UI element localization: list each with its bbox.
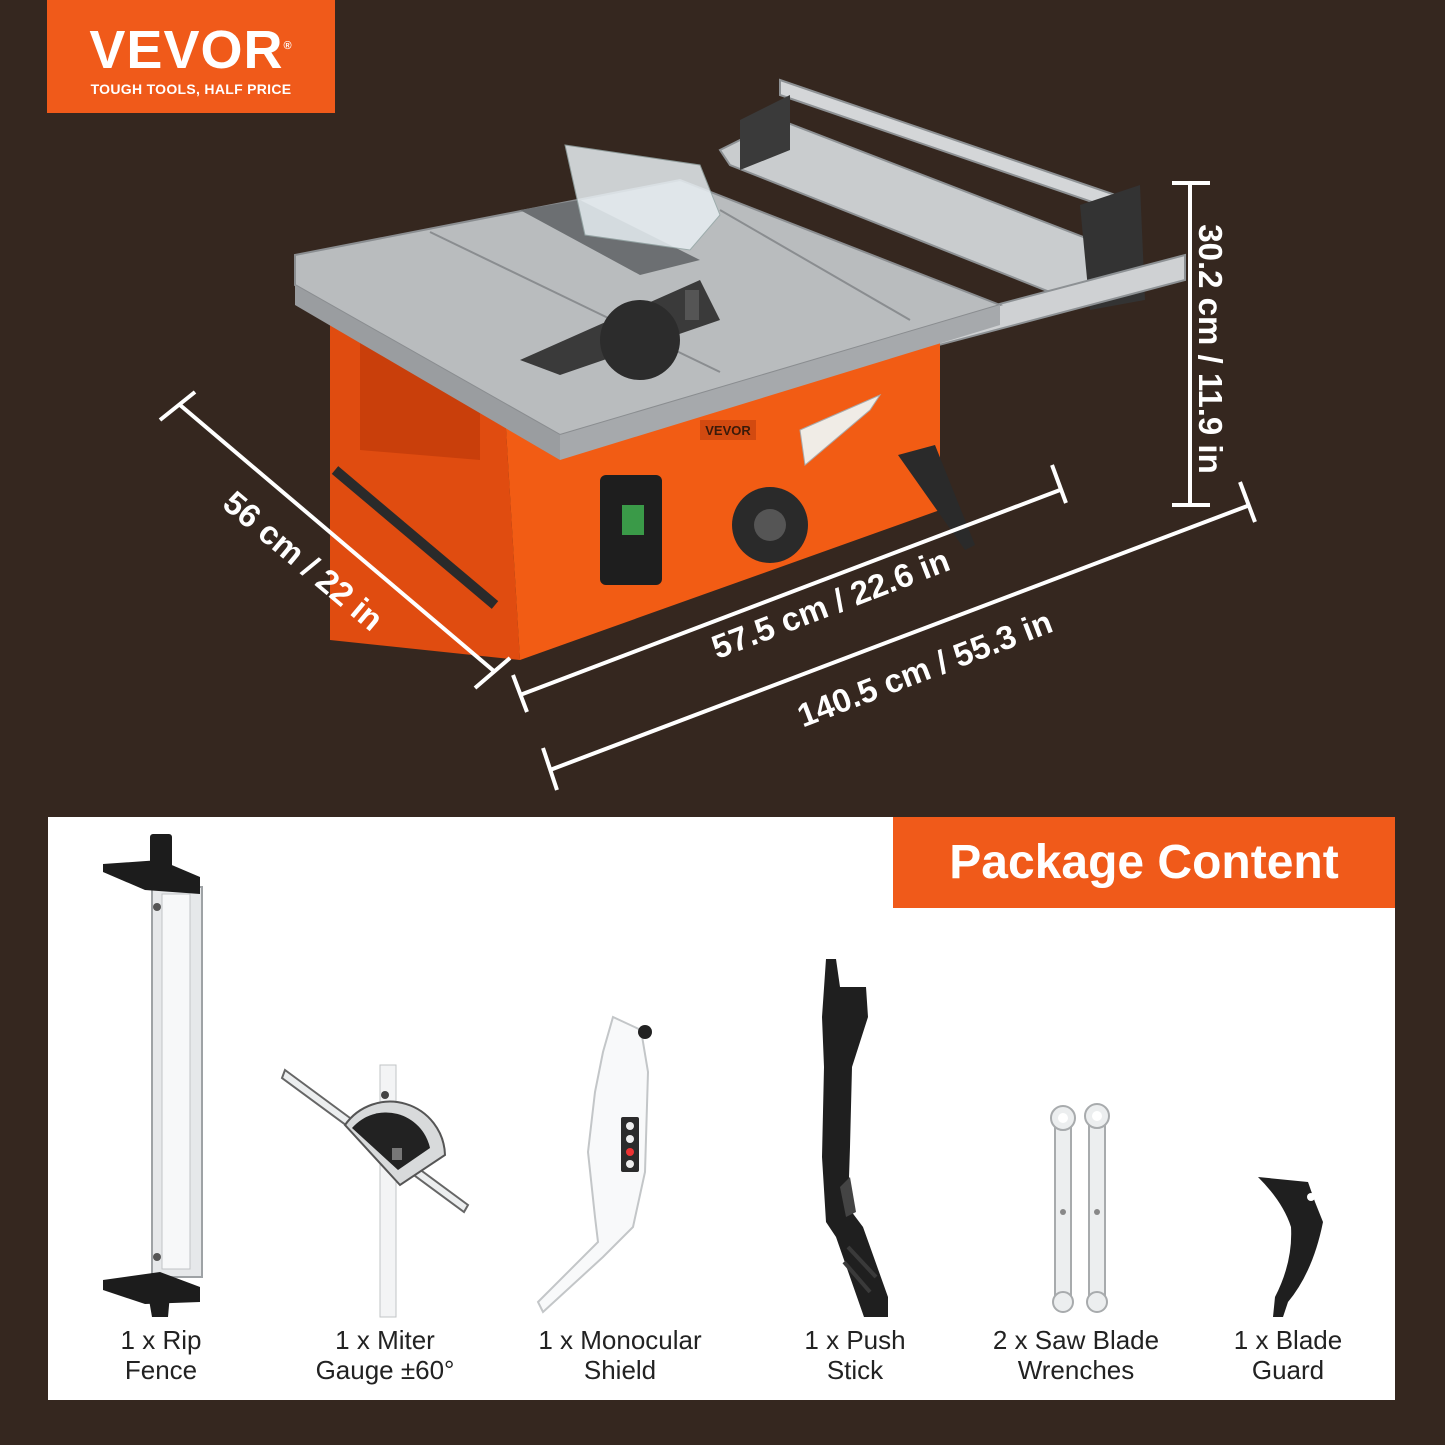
push-stick-icon <box>822 959 888 1317</box>
product-badge-plate <box>700 420 756 440</box>
height-dimension-label: 30.2 cm / 11.9 in <box>1191 224 1229 474</box>
product-badge: VEVOR <box>705 423 751 438</box>
miter-gauge-icon <box>280 1064 470 1318</box>
blade-shield-icon <box>536 1015 652 1314</box>
package-item-monocular-shield: 1 x Monocular Shield <box>538 1325 702 1385</box>
table-top <box>294 144 1004 460</box>
dimension-lines <box>158 181 1257 791</box>
package-content-panel: Package Content <box>48 817 1395 1400</box>
brand-logo: VEVOR® TOUGH TOOLS, HALF PRICE <box>47 0 335 113</box>
blade-guard-icon <box>1258 1177 1323 1317</box>
package-item-rip-fence: 1 x Rip Fence <box>120 1325 202 1385</box>
package-content-title: Package Content <box>893 817 1395 908</box>
wrench-icon <box>1050 1103 1110 1313</box>
table-saw-illustration: VEVOR <box>158 78 1257 791</box>
brand-name: VEVOR <box>89 20 284 80</box>
brand-tagline: TOUGH TOOLS, HALF PRICE <box>90 81 292 97</box>
registered-mark: ® <box>283 40 293 52</box>
package-item-push-stick: 1 x Push Stick <box>804 1325 906 1385</box>
package-item-saw-blade-wrenches: 2 x Saw Blade Wrenches <box>992 1325 1160 1385</box>
rip-fence-icon <box>103 834 203 1317</box>
package-item-blade-guard: 1 x Blade Guard <box>1233 1325 1343 1385</box>
package-item-miter-gauge: 1 x Miter Gauge ±60° <box>315 1325 455 1385</box>
